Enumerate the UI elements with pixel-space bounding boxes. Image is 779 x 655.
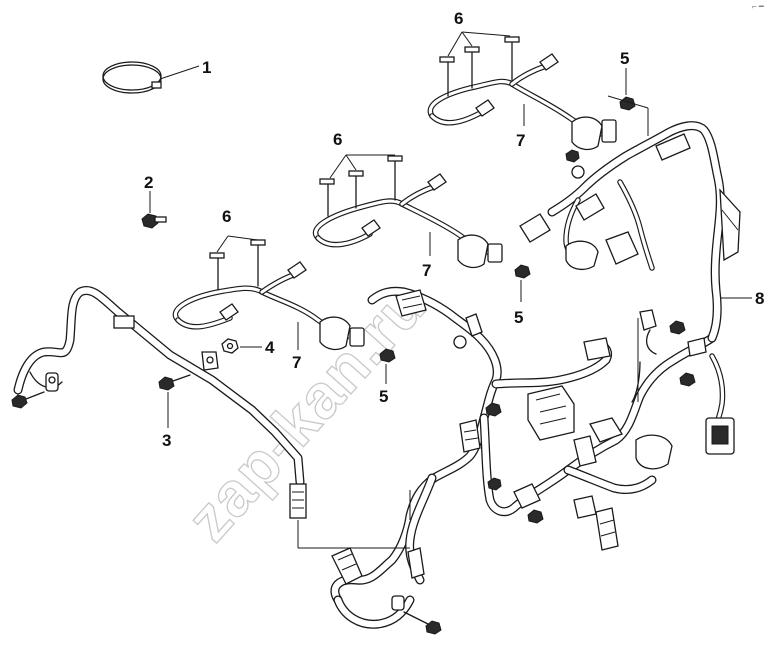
callout-8: 8 bbox=[755, 289, 764, 308]
callout-5-bottom: 5 bbox=[379, 387, 388, 406]
corner-mark: ⌐ ━ bbox=[752, 2, 764, 11]
bolt-part[interactable] bbox=[141, 213, 167, 229]
bolt-part-5-middle[interactable] bbox=[514, 264, 531, 279]
callout-7-middle: 7 bbox=[422, 261, 431, 280]
bolt-main-6[interactable] bbox=[565, 149, 580, 163]
bolt-main-2[interactable] bbox=[527, 509, 544, 524]
callout-7-bottom: 7 bbox=[292, 353, 301, 372]
callout-2: 2 bbox=[144, 173, 153, 192]
injector-subharness-2[interactable] bbox=[313, 155, 503, 269]
bolt-part-5-bottom[interactable] bbox=[379, 348, 396, 363]
callout-5-middle: 5 bbox=[514, 308, 523, 327]
nut-part-4[interactable] bbox=[221, 338, 239, 354]
callout-4: 4 bbox=[265, 338, 275, 357]
main-engine-harness[interactable] bbox=[330, 121, 741, 629]
bolt-left-bracket[interactable] bbox=[11, 391, 45, 409]
callout-6-top: 6 bbox=[454, 9, 463, 28]
callout-3: 3 bbox=[162, 431, 171, 450]
bolt-main-4[interactable] bbox=[679, 372, 696, 387]
bolt-main-7[interactable] bbox=[487, 477, 502, 491]
callout-1: 1 bbox=[202, 58, 211, 77]
callout-5-top: 5 bbox=[620, 49, 629, 68]
callout-7-top: 7 bbox=[516, 131, 525, 150]
callout-6-bottom: 6 bbox=[222, 207, 231, 226]
bolt-main-1[interactable] bbox=[403, 611, 442, 635]
injector-subharness-3[interactable] bbox=[172, 239, 365, 351]
bolt-part-3[interactable] bbox=[158, 374, 191, 391]
hose-clamp-part[interactable] bbox=[102, 61, 162, 94]
leader-line-1 bbox=[159, 65, 200, 80]
injector-subharness-1[interactable] bbox=[427, 36, 617, 151]
bolt-main-5[interactable] bbox=[669, 320, 686, 335]
left-bracket-assembly[interactable] bbox=[13, 286, 307, 519]
bolt-main-3[interactable] bbox=[485, 402, 502, 417]
callout-6-middle: 6 bbox=[333, 130, 342, 149]
